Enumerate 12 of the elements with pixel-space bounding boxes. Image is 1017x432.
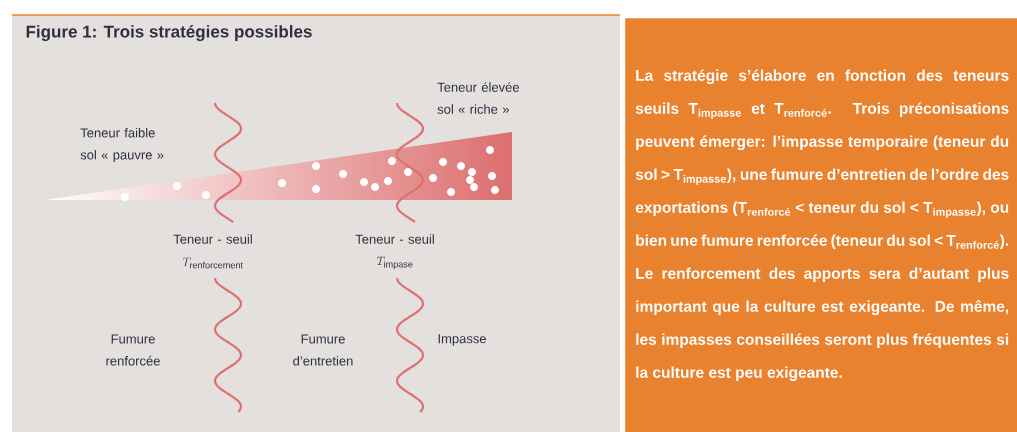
text-label: Impasse: [438, 334, 486, 346]
threshold-symbol: $T_{\text{impase}}$: [376, 256, 413, 270]
text-panel: [625, 18, 1017, 432]
text-label: Teneur faible sol « pauvre »: [80, 127, 164, 163]
text-label: Teneur élevée sol « riche »: [437, 82, 519, 114]
threshold-symbol: $T_{\text{renforcement}}$: [182, 257, 243, 269]
text-label: Fumure renforcée: [106, 334, 160, 366]
text-label: Teneur - seuil: [173, 234, 252, 244]
panel-paragraph: La stratégie s’élabore en fonction des teneurs seuils T$_{impasse}$ et T$_{renforcé}$. Trois préconisations peuvent émerger: l’impasse temporaire (teneur du sol > T$_{impasse}$), une fumure d’entretien de l’ordre des exportations (T$_{renforcé}$ < teneur du sol < T$_{impasse}$), ou bien une fumure renforcée (teneur du sol < T$_{renforcé}$). Le renforcement des apports sera d’autant plus important que la culture est exigeante. De même, les impasses conseillées seront plus fréquentes si la culture est peu exigeante.: [635, 69, 1009, 381]
text-label: Teneur - seuil: [355, 234, 434, 244]
figure-title: Figure 1: Trois stratégies possibles: [26, 24, 312, 42]
text-label: Fumure d’entretien: [293, 334, 353, 366]
